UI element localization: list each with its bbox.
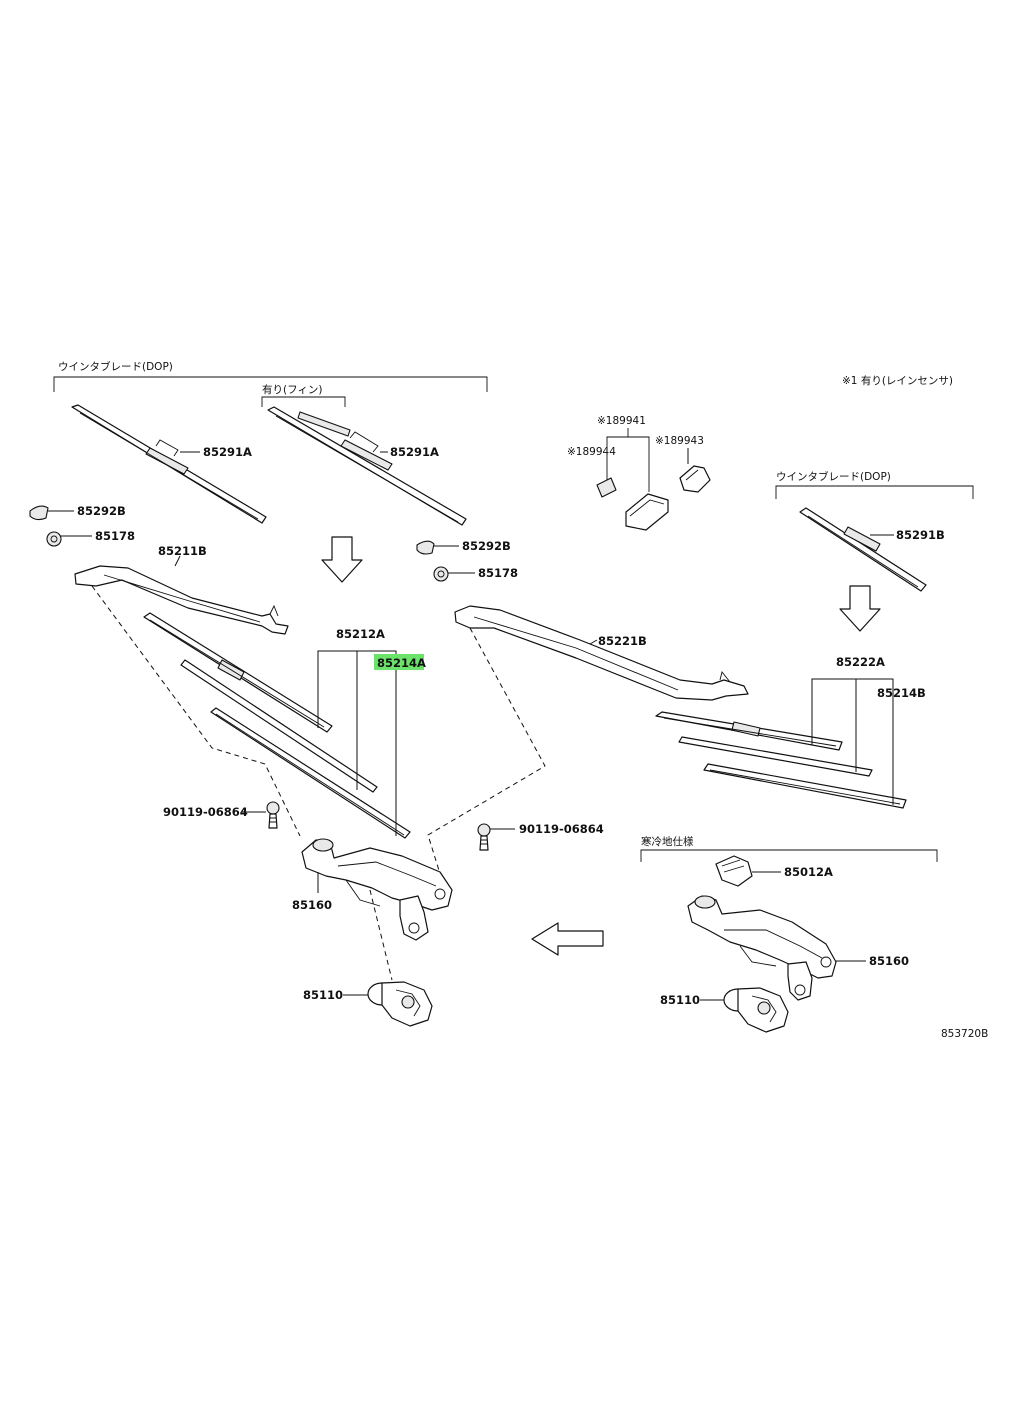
label-90119-1: 90119-06864 (163, 805, 248, 819)
label-85292B-2: 85292B (462, 539, 511, 553)
nut-85178-center (433, 566, 449, 582)
label-85292B-1: 85292B (77, 504, 126, 518)
label-85221B: 85221B (598, 634, 647, 648)
dashed-guide-motor-left (369, 889, 393, 981)
bolt-90119-left (266, 801, 280, 829)
cap-85292B-left (29, 505, 49, 521)
label-85160-1: 85160 (292, 898, 332, 912)
wiper-linkage-85160-right (687, 895, 837, 1001)
winter-blade-left-2-fin (267, 406, 467, 526)
heater-85012A (715, 855, 753, 887)
wiper-blade-85212A (143, 612, 333, 733)
blade-refill-85214B (703, 763, 907, 809)
bolt-90119-right (477, 823, 491, 851)
dashed-guide-left (91, 585, 301, 837)
label-85012A: 85012A (784, 865, 833, 879)
label-85178-2: 85178 (478, 566, 518, 580)
nut-85178-left (46, 531, 62, 547)
left-arrow (531, 922, 604, 956)
down-arrow-right (839, 585, 881, 632)
label-90119-2: 90119-06864 (519, 822, 604, 836)
dashed-guide-right-arm (427, 627, 546, 894)
rain-sensor-note: ※1 有り(レインセンサ) (842, 374, 953, 387)
bracket-winter-left-label: ウインタブレード(DOP) (58, 360, 173, 373)
winter-blade-left-1 (71, 404, 267, 524)
wiper-arm-85221B (454, 605, 749, 701)
bracket-fin: 有り(フィン) (261, 383, 346, 407)
bracket-cold-spec-label: 寒冷地仕様 (641, 835, 694, 848)
label-85214A[interactable]: 85214A (377, 656, 426, 670)
label-89941: ※189941 (597, 415, 646, 427)
down-arrow-left (321, 536, 363, 583)
label-85291A-2: 85291A (390, 445, 439, 459)
blade-rubber-right (678, 736, 873, 777)
leader-85211B (174, 555, 181, 567)
bracket-fin-label: 有り(フィン) (262, 383, 322, 396)
label-85291A-1: 85291A (203, 445, 252, 459)
bracket-cold-spec: 寒冷地仕様 (640, 835, 938, 862)
winter-blade-right (799, 507, 927, 592)
label-85214A-highlight (374, 654, 424, 670)
label-85212A: 85212A (336, 627, 385, 641)
bracket-winter-left: ウインタブレード(DOP) (53, 360, 488, 392)
label-89944: ※189944 (567, 446, 616, 458)
label-85214B: 85214B (877, 686, 926, 700)
figure-code: 853720B (941, 1028, 988, 1040)
bracket-winter-right: ウインタブレード(DOP) (775, 470, 974, 499)
label-85291B: 85291B (896, 528, 945, 542)
cover-89943 (679, 465, 711, 493)
label-85178-1: 85178 (95, 529, 135, 543)
bracket-89941 (606, 428, 650, 492)
label-89943: ※189943 (655, 435, 704, 447)
label-85211B: 85211B (158, 544, 207, 558)
wiper-linkage-85160-left (301, 838, 453, 941)
label-85110-2: 85110 (660, 993, 700, 1007)
wiper-motor-85110-left (367, 981, 433, 1027)
label-85222A: 85222A (836, 655, 885, 669)
wiper-arm-85211B (74, 565, 289, 635)
blade-rubber-left (180, 659, 378, 793)
wiper-motor-85110-right (723, 987, 789, 1033)
rain-sensor-89941 (625, 493, 669, 531)
leader-85221B (589, 639, 598, 645)
leader-85222A-group (811, 678, 894, 805)
label-85110-1: 85110 (303, 988, 343, 1002)
pad-89944 (596, 477, 617, 498)
bracket-winter-right-label: ウインタブレード(DOP) (776, 470, 891, 483)
blade-refill-85214A (210, 707, 411, 839)
wiper-blade-85222A (655, 711, 843, 751)
cap-85292B-center (416, 540, 435, 555)
label-85160-2: 85160 (869, 954, 909, 968)
